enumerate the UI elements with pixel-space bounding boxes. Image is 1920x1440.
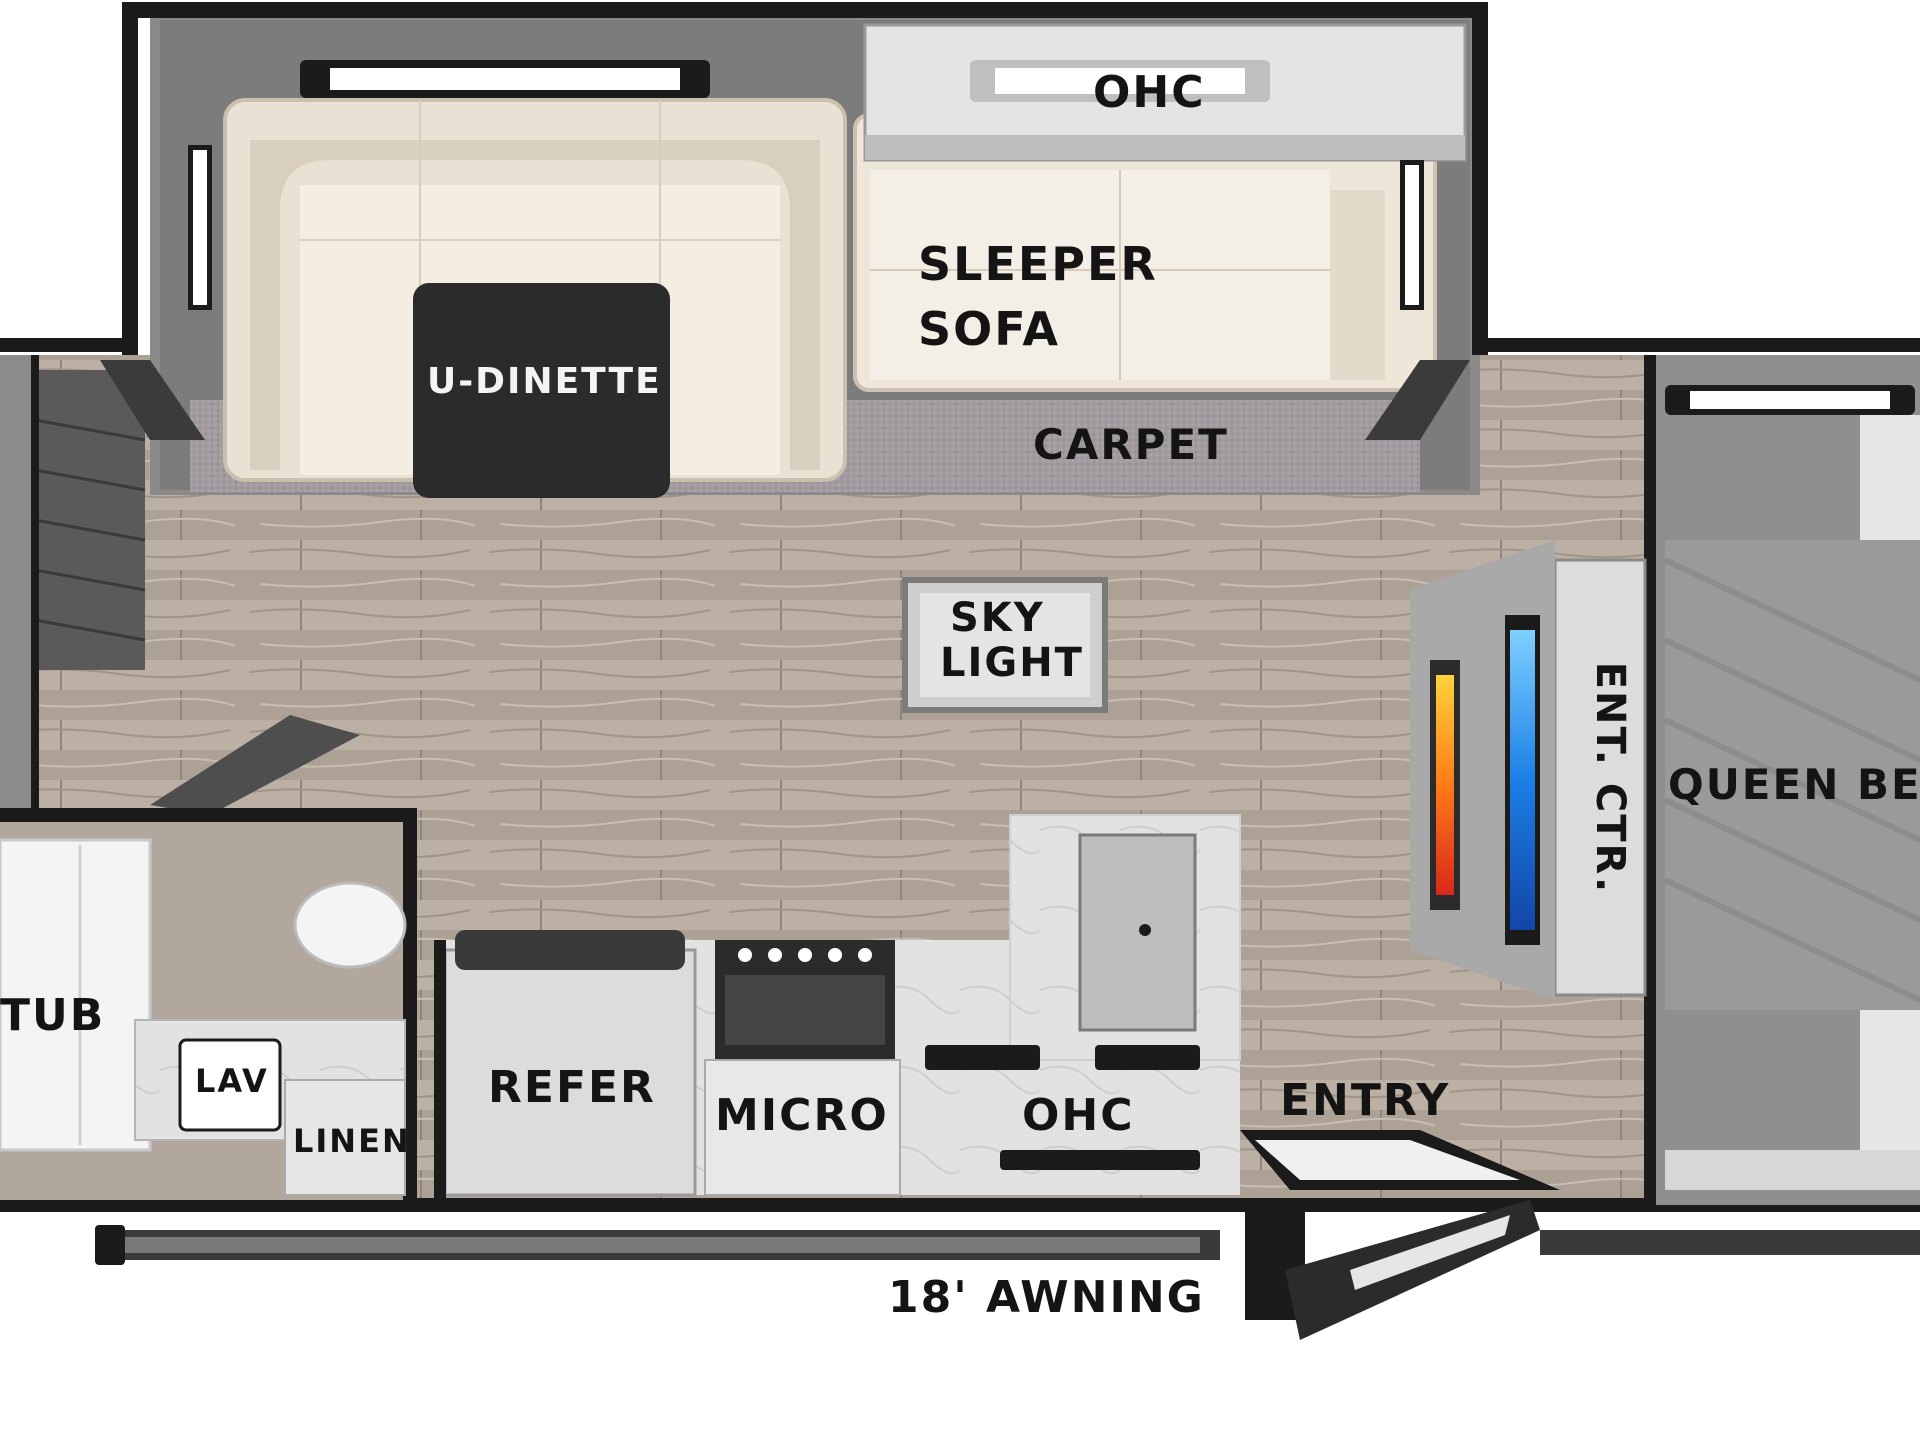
awning-right: [1540, 1230, 1920, 1255]
label-ent-ctr: ENT. CTR.: [1587, 661, 1633, 895]
galley-sink: [1078, 833, 1197, 1032]
tub: [0, 838, 152, 1152]
label-tub: TUB: [0, 990, 106, 1041]
label-u-dinette: U-DINETTE: [427, 361, 662, 402]
toilet: [293, 881, 407, 969]
dinette-table: [413, 283, 670, 498]
label-linen: LINEN: [293, 1122, 411, 1160]
label-queen-bed: QUEEN BED: [1668, 760, 1920, 809]
label-awning: 18' AWNING: [888, 1272, 1205, 1323]
label-ohc-top: OHC: [1093, 67, 1206, 118]
label-skylight-line2: LIGHT: [940, 640, 1084, 686]
label-ohc-bottom: OHC: [1022, 1090, 1135, 1141]
entertainment-center: [1553, 558, 1647, 997]
lav-sink: [178, 1038, 282, 1132]
label-entry: ENTRY: [1280, 1075, 1451, 1126]
sleeper-sofa: [853, 113, 1437, 392]
label-refer: REFER: [488, 1062, 656, 1113]
slideout-wall: [122, 2, 1488, 355]
linen-cabinet: [284, 1079, 406, 1196]
stair-block: [35, 370, 145, 670]
label-carpet: CARPET: [1033, 420, 1229, 469]
label-sleeper: SLEEPER: [918, 237, 1158, 291]
microwave-cabinet: [704, 1059, 901, 1196]
label-micro: MICRO: [715, 1090, 889, 1141]
bathroom-wall: [0, 808, 417, 1200]
label-sofa: SOFA: [918, 302, 1060, 356]
stair-step: [150, 715, 360, 815]
label-lav: LAV: [195, 1062, 269, 1100]
label-skylight-line1: SKY: [950, 595, 1045, 641]
